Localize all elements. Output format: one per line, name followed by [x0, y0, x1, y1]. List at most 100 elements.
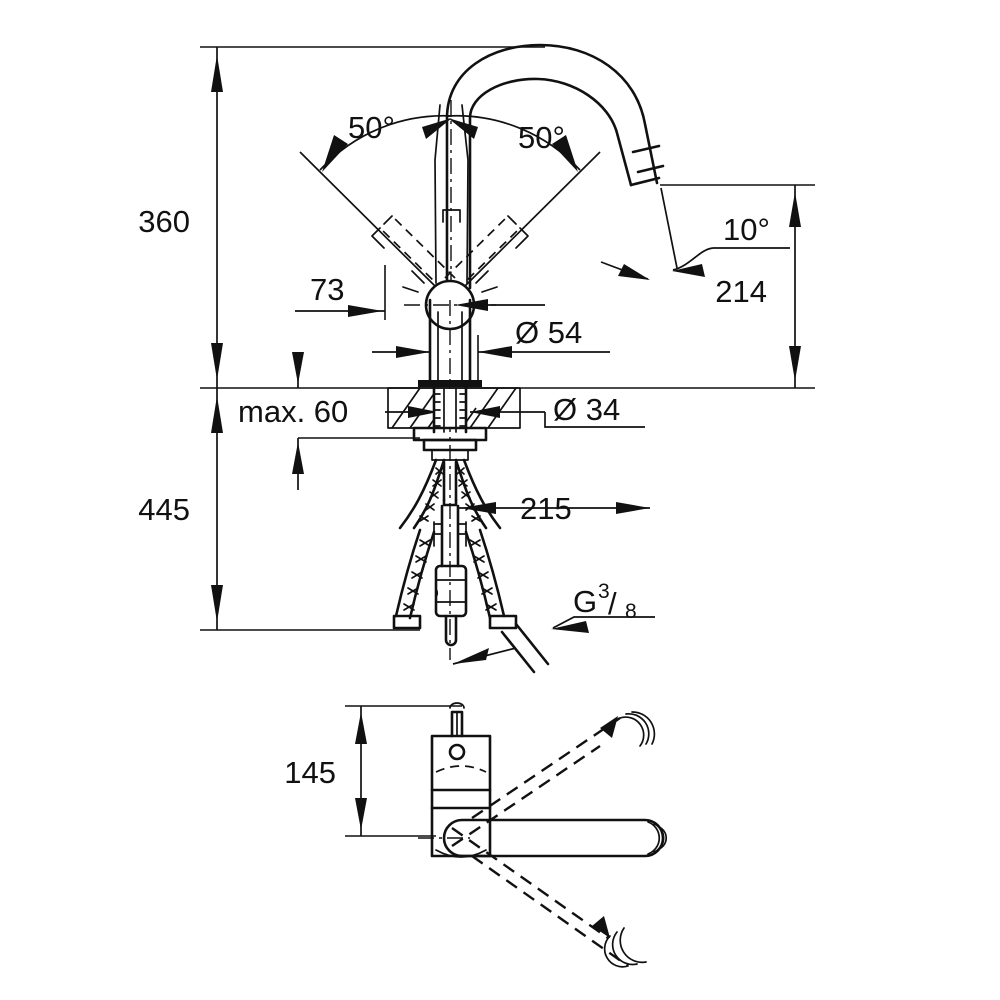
cartridge-tip: [444, 614, 458, 647]
plan-spout-solid: [418, 818, 668, 858]
plan-spout-cap-3: [658, 826, 668, 850]
plan-spout-down-cap-3: [619, 927, 647, 964]
spout-outer-profile: [445, 43, 659, 290]
angle-10-label: 10°: [723, 212, 770, 247]
flange-plate: [418, 380, 482, 387]
dimension-145: 145: [284, 705, 462, 837]
thread-tail-inner: [500, 630, 536, 674]
plan-lever-cap: [449, 702, 465, 709]
spout-inner-profile: [468, 77, 633, 290]
cartridge-port: [436, 588, 439, 598]
thread-callout-g38: G 3 / 8: [551, 580, 655, 633]
plan-spout-rotated-down: [451, 827, 647, 968]
dim-max60-label: max. 60: [238, 394, 348, 429]
angle-10-right-arc: [672, 247, 714, 271]
dimension-d54: Ø 54: [372, 315, 610, 382]
dim-445-arrow-bottom: [211, 585, 223, 622]
hose-fitting-left: [392, 614, 422, 630]
dim-360-arrow-top: [211, 55, 223, 92]
thread-leader: [552, 616, 655, 629]
worktop-shank-cut: [434, 389, 466, 427]
angle-50-right-arrowhead2: [552, 135, 578, 172]
dim-215-arrow-right: [616, 502, 650, 514]
dim-445-label: 445: [138, 492, 190, 527]
dim-214-arrow-bottom: [789, 346, 801, 381]
dim-max60-arrow-lower: [292, 442, 304, 474]
thread-numerator: 3: [598, 580, 610, 603]
pivot-radial-ticks: [402, 270, 498, 293]
faucet-front-geometry: [371, 43, 665, 674]
angle-50-right: 50°: [447, 114, 601, 289]
angle-10-right-arrowhead: [672, 264, 705, 277]
hose-upper-right-outer: [462, 458, 502, 530]
dim-d54-arrow-left: [396, 346, 430, 358]
aerator-top-edge: [631, 144, 661, 154]
hose-upper-braid-right: [456, 467, 481, 522]
thread-tail-arrow: [453, 648, 489, 664]
angle-10-tick: [660, 187, 678, 269]
plan-lever-pivot: [448, 743, 466, 761]
plan-spout-up-edge-2: [451, 745, 601, 847]
plan-dome-hidden: [435, 765, 487, 773]
hose-fitting-right: [488, 614, 518, 630]
dimension-215: 215: [459, 491, 650, 526]
hose-upper-braid-left: [419, 467, 444, 522]
hose-lower-right-outer: [478, 528, 506, 618]
angle-50-left-arrowhead2: [422, 118, 452, 139]
handle-notch: [442, 209, 461, 223]
dim-d34-arrow-left: [408, 406, 438, 418]
handle-right-tilt-cap2: [507, 215, 517, 225]
handle-left-edge: [434, 104, 441, 284]
dim-214-label: 214: [715, 274, 767, 309]
dim-360-arrow-bottom: [211, 343, 223, 380]
angle-50-left: 50°: [299, 110, 453, 289]
hose-lower-braid-right: [469, 539, 497, 611]
tick-r: [481, 286, 498, 293]
braided-hoses-lower: [392, 528, 550, 674]
aerator-mid-edge: [636, 164, 665, 174]
plan-spout-cap-1: [647, 821, 661, 855]
plan-spout-up-cap: [619, 716, 645, 747]
plan-spout-down-tip: [592, 916, 610, 938]
pivot-arrow: [455, 299, 488, 311]
plan-spout-up-cap-2: [625, 712, 650, 745]
plan-spout-cap-2: [653, 823, 665, 853]
tick-l: [402, 286, 419, 293]
handle-left-tilt-cap2: [383, 215, 393, 225]
angle-50-right-label: 50°: [518, 120, 565, 155]
thread-denominator: 8: [625, 600, 637, 623]
handle-rotated-right: [444, 215, 529, 291]
hose-upper-left-outer: [398, 458, 438, 530]
fixing-nut-stack: [412, 426, 488, 461]
dim-445-arrow-top: [211, 396, 223, 433]
mixer-cartridge: [433, 504, 468, 647]
thread-arrowhead: [551, 621, 589, 633]
front-elevation-view: 360 445 214 max. 60: [138, 43, 815, 674]
plan-spout-down-edge-2: [471, 855, 629, 967]
dim-d34-label: Ø 34: [553, 392, 620, 427]
riser-foot: [442, 498, 458, 507]
shank-thread-ticks: [433, 393, 467, 427]
angle-50-left-arrowhead: [322, 135, 348, 172]
handle-right-tilt-cap: [515, 227, 529, 249]
angle-50-right-leader: [462, 151, 601, 289]
braided-hoses-upper: [398, 458, 502, 530]
dim-d54-label: Ø 54: [515, 315, 582, 350]
deck-flange: [418, 380, 482, 387]
plan-spout-down-edge-1: [451, 827, 609, 939]
angle-50-left-label: 50°: [348, 110, 395, 145]
dim-214-arrow-top: [789, 192, 801, 227]
handle-left-tilt-cap: [371, 227, 385, 249]
plan-spout-down-cap-2: [611, 931, 638, 966]
plan-spout-down-cap: [603, 935, 629, 968]
handle-lever-upright: [434, 100, 469, 290]
handle-rotated-left: [371, 215, 456, 291]
dimension-445: 445: [138, 388, 223, 630]
dimension-214: 214: [715, 185, 801, 388]
handle-right-edge: [461, 104, 469, 284]
tick-ul: [411, 270, 425, 284]
dim-360-label: 360: [138, 204, 190, 239]
dim-max60-arrow-upper: [292, 352, 304, 384]
